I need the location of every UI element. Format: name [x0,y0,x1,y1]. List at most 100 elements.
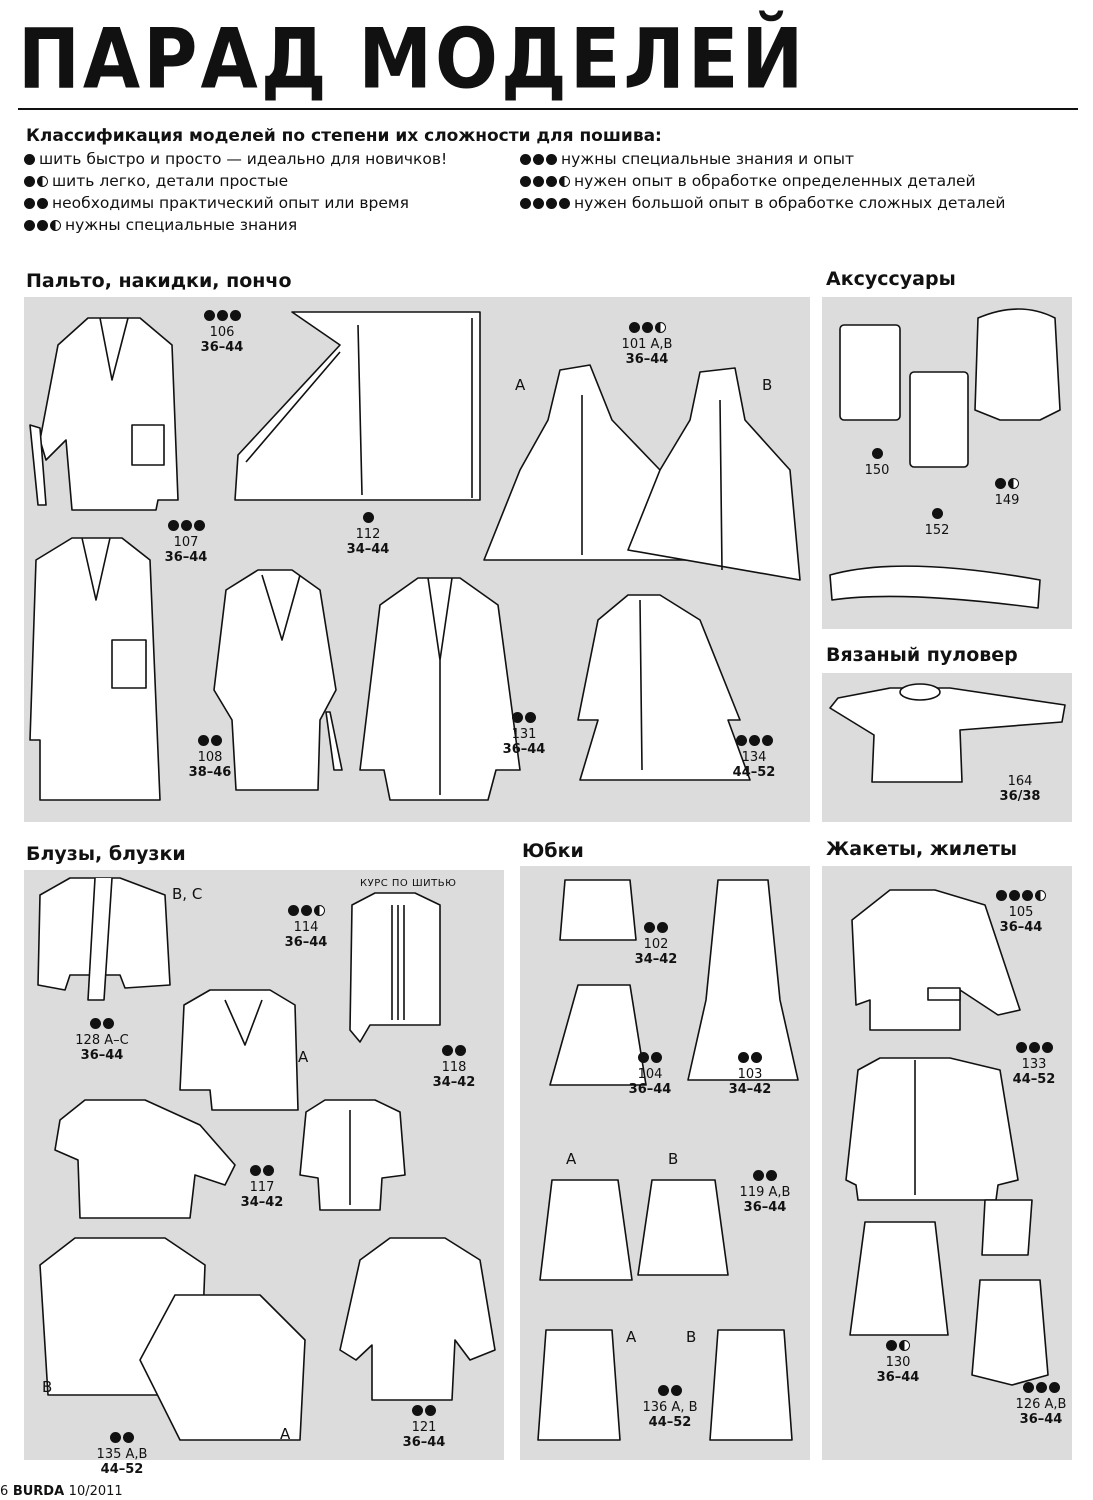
legend-row: нужен опыт в обработке определенных дета… [520,170,1005,192]
variant-label-a: А [566,1150,577,1168]
full-dot-icon [193,520,205,531]
section-title-pullover: Вязаный пуловер [826,644,1018,666]
full-dot-icon [658,1385,669,1396]
legend-text: шить быстро и просто — идеально для нови… [39,150,448,168]
sketch-skirt-136b [709,1329,793,1441]
full-dot-icon [995,478,1006,489]
legend-row: нужны специальные знания и опыт [520,148,1005,170]
section-title-blouses: Блузы, блузки [26,843,186,865]
full-dot-icon [533,175,544,187]
full-dot-icon [103,1018,114,1029]
variant-label-b: В [762,376,773,394]
full-dot-icon [533,197,544,209]
full-dot-icon [753,1170,764,1181]
full-dot-icon [1028,1042,1040,1053]
full-dot-icon [533,153,544,165]
sewing-course-label: КУРС ПО ШИТЬЮ [360,878,457,889]
full-dot-icon [24,175,35,187]
legend-text: нужны специальные знания и опыт [561,150,854,168]
full-dot-icon [628,322,640,333]
full-dot-icon [525,712,536,723]
section-title-accessories: Аксуссуары [826,268,956,290]
difficulty-dots [658,1385,682,1396]
half-dot-icon [654,322,666,333]
variant-label-a: А [515,376,526,394]
full-dot-icon [638,1052,649,1063]
full-dot-icon [748,735,760,746]
full-dot-icon [1041,1042,1053,1053]
difficulty-dots [412,1405,436,1416]
sketch-blouse-114 [349,892,441,1043]
full-dot-icon [546,153,557,165]
legend-text: нужен большой опыт в обработке сложных д… [574,194,1006,212]
difficulty-dots [628,322,666,333]
sketch-vest-126 [971,1279,1049,1386]
full-dot-icon [24,153,35,165]
sketch-scarf [829,565,1041,609]
full-dot-icon [300,905,312,916]
sketch-jacket-105 [851,889,1021,1031]
full-dot-icon [37,197,48,209]
variant-label-a: А [280,1425,291,1443]
sketch-skirt-136a [537,1329,621,1441]
difficulty-dots [753,1170,777,1181]
half-dot-icon [50,219,61,231]
full-dot-icon [931,508,943,519]
legend-heading: Классификация моделей по степени их слож… [26,126,662,146]
half-dot-icon [37,175,48,187]
section-title-jackets: Жакеты, жилеты [826,838,1018,860]
legend-row: шить быстро и просто — идеально для нови… [24,148,447,170]
model-149: 149 [982,478,1032,508]
difficulty-dots [24,197,48,209]
sketch-poncho-112 [234,311,481,501]
sketch-skirt-103 [687,879,799,1081]
full-dot-icon [180,520,192,531]
half-dot-icon [559,175,570,187]
full-dot-icon [520,197,531,209]
sketch-blouse-121 [339,1237,496,1401]
sketch-hat-149 [974,308,1061,421]
legend-text: нужны специальные знания [65,216,298,234]
full-dot-icon [198,735,209,746]
full-dot-icon [546,197,557,209]
difficulty-dots [198,735,222,746]
difficulty-dots [996,890,1046,901]
full-dot-icon [751,1052,762,1063]
sketch-cape-101b [627,367,801,581]
difficulty-dots [738,1052,762,1063]
full-dot-icon [520,175,531,187]
full-dot-icon [1015,1042,1027,1053]
difficulty-dots [871,448,883,459]
difficulty-dots [362,512,374,523]
difficulty-dots [638,1052,662,1063]
full-dot-icon [761,735,773,746]
legend-right: нужны специальные знания и опыт нужен опы… [520,148,1005,214]
difficulty-dots [512,712,536,723]
difficulty-dots [520,197,570,209]
difficulty-dots [995,478,1019,489]
variant-label-a: А [626,1328,637,1346]
difficulty-dots [90,1018,114,1029]
sketch-skirt-119b [637,1179,729,1276]
difficulty-dots [110,1432,134,1443]
legend-left: шить быстро и просто — идеально для нови… [24,148,447,236]
variant-label-bc: В, С [172,885,203,903]
legend-text: нужен опыт в обработке определенных дета… [574,172,976,190]
full-dot-icon [362,512,374,523]
full-dot-icon [1022,1382,1034,1393]
full-dot-icon [1022,890,1033,901]
full-dot-icon [886,1340,897,1351]
full-dot-icon [425,1405,436,1416]
difficulty-dots [24,219,61,231]
half-dot-icon [313,905,325,916]
section-title-coats: Пальто, накидки, пончо [26,270,292,292]
full-dot-icon [559,197,570,209]
